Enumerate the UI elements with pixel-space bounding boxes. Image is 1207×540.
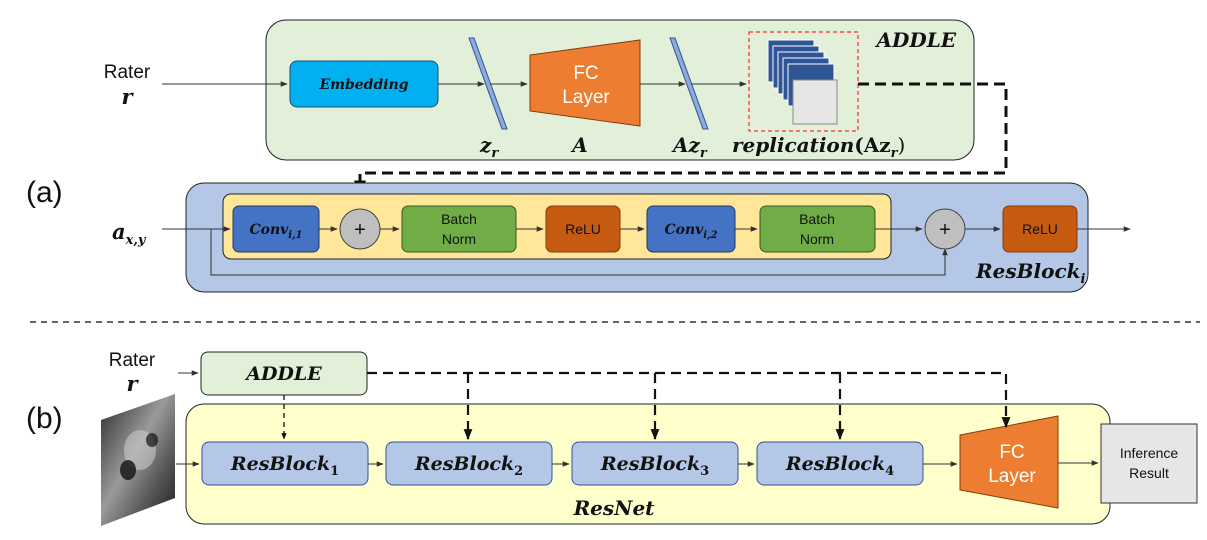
rater-symbol-a: r: [121, 84, 134, 109]
fc-layer-a-line2: Layer: [562, 87, 610, 108]
inference-result-line1: Inference: [1120, 445, 1179, 461]
svg-text:ResBlock3: ResBlock3: [600, 453, 709, 479]
az-label: Azr: [671, 133, 708, 161]
batchnorm1-line1: Batch: [441, 211, 477, 227]
replication-stack: [767, 39, 838, 125]
resnet-label: ResNet: [573, 496, 656, 520]
plus-node-1-symbol: +: [354, 219, 366, 241]
rater-label-b: Rater: [109, 350, 156, 371]
replication-label: replication(Azr): [732, 133, 905, 161]
embedding-label: Embedding: [318, 77, 408, 93]
ultrasound-input-image: [101, 394, 175, 526]
resblock-2: ResBlock2: [385, 441, 553, 486]
plus-node-2-symbol: +: [939, 219, 951, 241]
addle-broadcast-connectors: [281, 371, 1011, 441]
conv1-label: Convi,1: [249, 222, 302, 241]
svg-text:ResBlock1: ResBlock1: [230, 453, 339, 479]
resblock-4: ResBlock4: [756, 441, 924, 486]
svg-text:ResBlock4: ResBlock4: [785, 453, 894, 479]
conv2-label: Convi,2: [664, 222, 717, 241]
inference-result-box: [1100, 423, 1198, 504]
z-label: zr: [479, 133, 499, 161]
input-label: ax,y: [112, 219, 147, 248]
relu1-label: ReLU: [565, 221, 601, 237]
addle-title: ADDLE: [874, 28, 956, 52]
fc-layer-b: [959, 415, 1059, 509]
addle-module-b-label: ADDLE: [244, 363, 322, 385]
resblock-3: ResBlock3: [571, 441, 739, 486]
rater-symbol-b: r: [126, 371, 139, 396]
z-vector-shape: [468, 37, 508, 130]
panel-label-a: (a): [26, 176, 63, 209]
panel-label-b: (b): [26, 402, 63, 435]
skip-connection: [210, 229, 948, 276]
fc-layer-b-line1: FC: [999, 442, 1024, 463]
relu2-label: ReLU: [1022, 221, 1058, 237]
resblock-title: ResBlocki: [975, 259, 1085, 287]
a-matrix-label: A: [570, 133, 588, 157]
inference-result-line2: Result: [1129, 465, 1169, 481]
fc-layer-a-line1: FC: [573, 63, 598, 84]
az-vector-shape: [669, 37, 709, 130]
batchnorm2-line2: Norm: [800, 231, 834, 247]
batchnorm2-line1: Batch: [799, 211, 835, 227]
svg-text:ResBlock2: ResBlock2: [414, 453, 523, 479]
rater-label-a: Rater: [104, 62, 151, 83]
fc-layer-b-line2: Layer: [988, 466, 1036, 487]
resblock-1: ResBlock1: [201, 441, 369, 486]
fc-layer-a: [529, 39, 641, 127]
replication-dashed-box: [748, 31, 859, 132]
batchnorm1-line2: Norm: [442, 231, 476, 247]
addle-to-plus-dashed-connector: [354, 82, 1008, 196]
